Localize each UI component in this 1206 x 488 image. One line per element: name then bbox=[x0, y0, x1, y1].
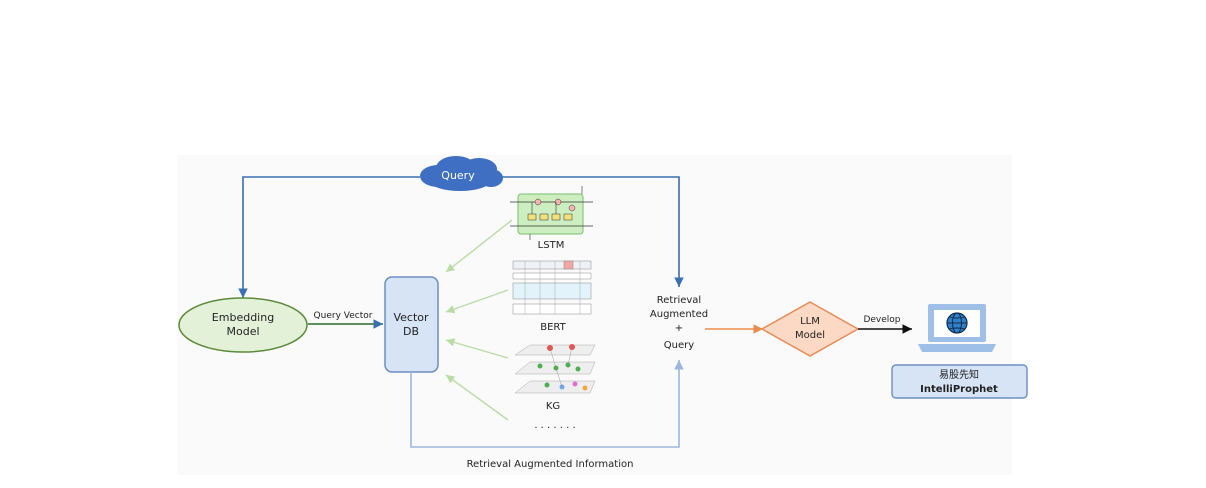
retrieval-label-line2: Augmented bbox=[650, 309, 708, 320]
globe-icon bbox=[946, 312, 968, 334]
embedding-label-line2: Model bbox=[226, 325, 259, 338]
lstm-diagram-thumbnail bbox=[510, 186, 593, 240]
vector-db-label-line1: Vector bbox=[393, 311, 429, 324]
kg-label: KG bbox=[546, 401, 560, 412]
more-models-ellipsis: . . . . . . . bbox=[534, 420, 575, 431]
llm-label-line2: Model bbox=[795, 330, 825, 341]
embedding-model-node: Embedding Model bbox=[178, 297, 308, 353]
lstm-to-db-arrow bbox=[445, 219, 513, 273]
bert-to-db-arrow bbox=[445, 289, 509, 314]
product-name-cn: 易股先知 bbox=[939, 368, 979, 381]
query-to-retrieval-arrow bbox=[502, 176, 684, 287]
query-cloud: Query bbox=[420, 156, 503, 191]
diagram-panel bbox=[177, 155, 1012, 475]
query-vector-label: Query Vector bbox=[314, 311, 373, 321]
retrieval-info-arrow bbox=[410, 360, 684, 448]
bert-diagram-thumbnail bbox=[512, 260, 592, 315]
product-name-en: IntelliProphet bbox=[920, 384, 998, 395]
llm-model-node: LLM Model bbox=[760, 301, 860, 357]
vector-db-label-line2: DB bbox=[403, 325, 419, 338]
kg-to-db-arrow bbox=[445, 338, 509, 359]
bert-label: BERT bbox=[540, 322, 566, 333]
lstm-label: LSTM bbox=[538, 240, 565, 251]
query-to-embedding-arrow bbox=[238, 176, 420, 298]
retrieval-label-plus: + bbox=[675, 323, 683, 334]
query-label: Query bbox=[441, 169, 475, 182]
embedding-label-line1: Embedding bbox=[212, 311, 274, 324]
kg-diagram-thumbnail bbox=[514, 344, 596, 394]
vector-db-node: Vector DB bbox=[384, 276, 439, 373]
llm-label-line1: LLM bbox=[800, 316, 820, 327]
more-to-db-arrow bbox=[445, 374, 509, 421]
develop-label: Develop bbox=[863, 315, 900, 325]
retrieval-label-line1: Retrieval bbox=[657, 295, 701, 306]
product-name-box: 易股先知 IntelliProphet bbox=[891, 364, 1028, 399]
retrieval-label-line3: Query bbox=[664, 340, 694, 351]
retrieval-info-label: Retrieval Augmented Information bbox=[467, 459, 634, 470]
